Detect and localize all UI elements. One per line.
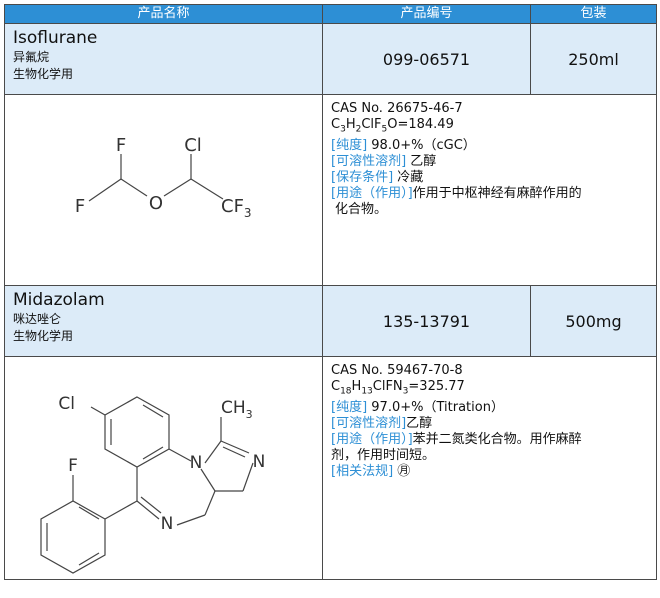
usage: [用途（作用）]作用于中枢神经有麻醉作用的 [331, 185, 582, 201]
product-table: 产品名称 产品编号 包装 Isoflurane 异氟烷 生物化学用 099-06… [4, 4, 657, 580]
molecular-formula: C18H13ClFN3=325.77 [331, 379, 465, 397]
cas-number: CAS No. 59467-70-8 [331, 363, 463, 378]
atom-cl: Cl [184, 135, 202, 156]
structure-cell: Cl CH3 F N N N [4, 356, 323, 580]
purity: [纯度] 98.0+%（cGC） [331, 137, 476, 153]
header-package: 包装 [530, 4, 657, 24]
table-header-row: 产品名称 产品编号 包装 [4, 4, 657, 24]
midazolam-structure: Cl CH3 F N N N [39, 394, 265, 574]
cas-number: CAS No. 26675-46-7 [331, 101, 463, 116]
product-name-cn: 咪达唑仑 [13, 312, 62, 326]
product-code: 135-13791 [322, 285, 531, 357]
product-name-en: Midazolam [13, 290, 105, 310]
table-row: Cl CH3 F N N N CAS No. 59467-70-8 C18H13… [4, 356, 657, 580]
isoflurane-structure: F F O Cl CF3 [74, 135, 252, 220]
product-name-en: Isoflurane [13, 28, 98, 48]
product-package: 250ml [530, 23, 657, 95]
regulation-mark-icon: ㊊ [397, 463, 411, 479]
atom-f-top: F [115, 135, 125, 156]
usage-continued: 化合物。 [335, 201, 388, 217]
atom-o: O [148, 193, 162, 214]
product-package: 500mg [530, 285, 657, 357]
product-code: 099-06571 [322, 23, 531, 95]
product-category: 生物化学用 [13, 67, 74, 81]
table-row: F F O Cl CF3 CAS No. 26675-46-7 C3H2ClF5… [4, 94, 657, 286]
solvent: [可溶性溶剂] 乙醇 [331, 153, 437, 169]
atom-f-left: F [74, 196, 84, 217]
product-details: CAS No. 59467-70-8 C18H13ClFN3=325.77 [纯… [322, 356, 657, 580]
usage: [用途（作用）]苯并二氮类化合物。用作麻醉 [331, 431, 582, 447]
atom-cf3: CF3 [221, 196, 252, 220]
regulation: [相关法规] ㊊ [331, 463, 411, 479]
purity: [纯度] 97.0+%（Titration） [331, 399, 504, 415]
atom-n-bridge: N [189, 453, 202, 473]
structure-cell: F F O Cl CF3 [4, 94, 323, 286]
atom-n-imidazole: N [252, 452, 265, 472]
atom-ch3: CH3 [221, 398, 253, 421]
atom-cl: Cl [58, 394, 75, 414]
molecular-formula: C3H2ClF5O=184.49 [331, 117, 454, 135]
solvent: [可溶性溶剂]乙醇 [331, 415, 433, 431]
table-row: Midazolam 咪达唑仑 生物化学用 135-13791 500mg [4, 285, 657, 357]
product-name-cell: Midazolam 咪达唑仑 生物化学用 [4, 285, 323, 357]
atom-f: F [68, 456, 78, 476]
header-product-name: 产品名称 [4, 4, 323, 24]
storage: [保存条件] 冷藏 [331, 169, 424, 185]
product-name-cell: Isoflurane 异氟烷 生物化学用 [4, 23, 323, 95]
table-row: Isoflurane 异氟烷 生物化学用 099-06571 250ml [4, 23, 657, 95]
product-category: 生物化学用 [13, 329, 74, 343]
product-details: CAS No. 26675-46-7 C3H2ClF5O=184.49 [纯度]… [322, 94, 657, 286]
product-name-cn: 异氟烷 [13, 50, 50, 64]
header-product-code: 产品编号 [322, 4, 531, 24]
usage-continued: 剂，作用时间短。 [331, 447, 436, 463]
atom-n-imine: N [160, 514, 173, 534]
